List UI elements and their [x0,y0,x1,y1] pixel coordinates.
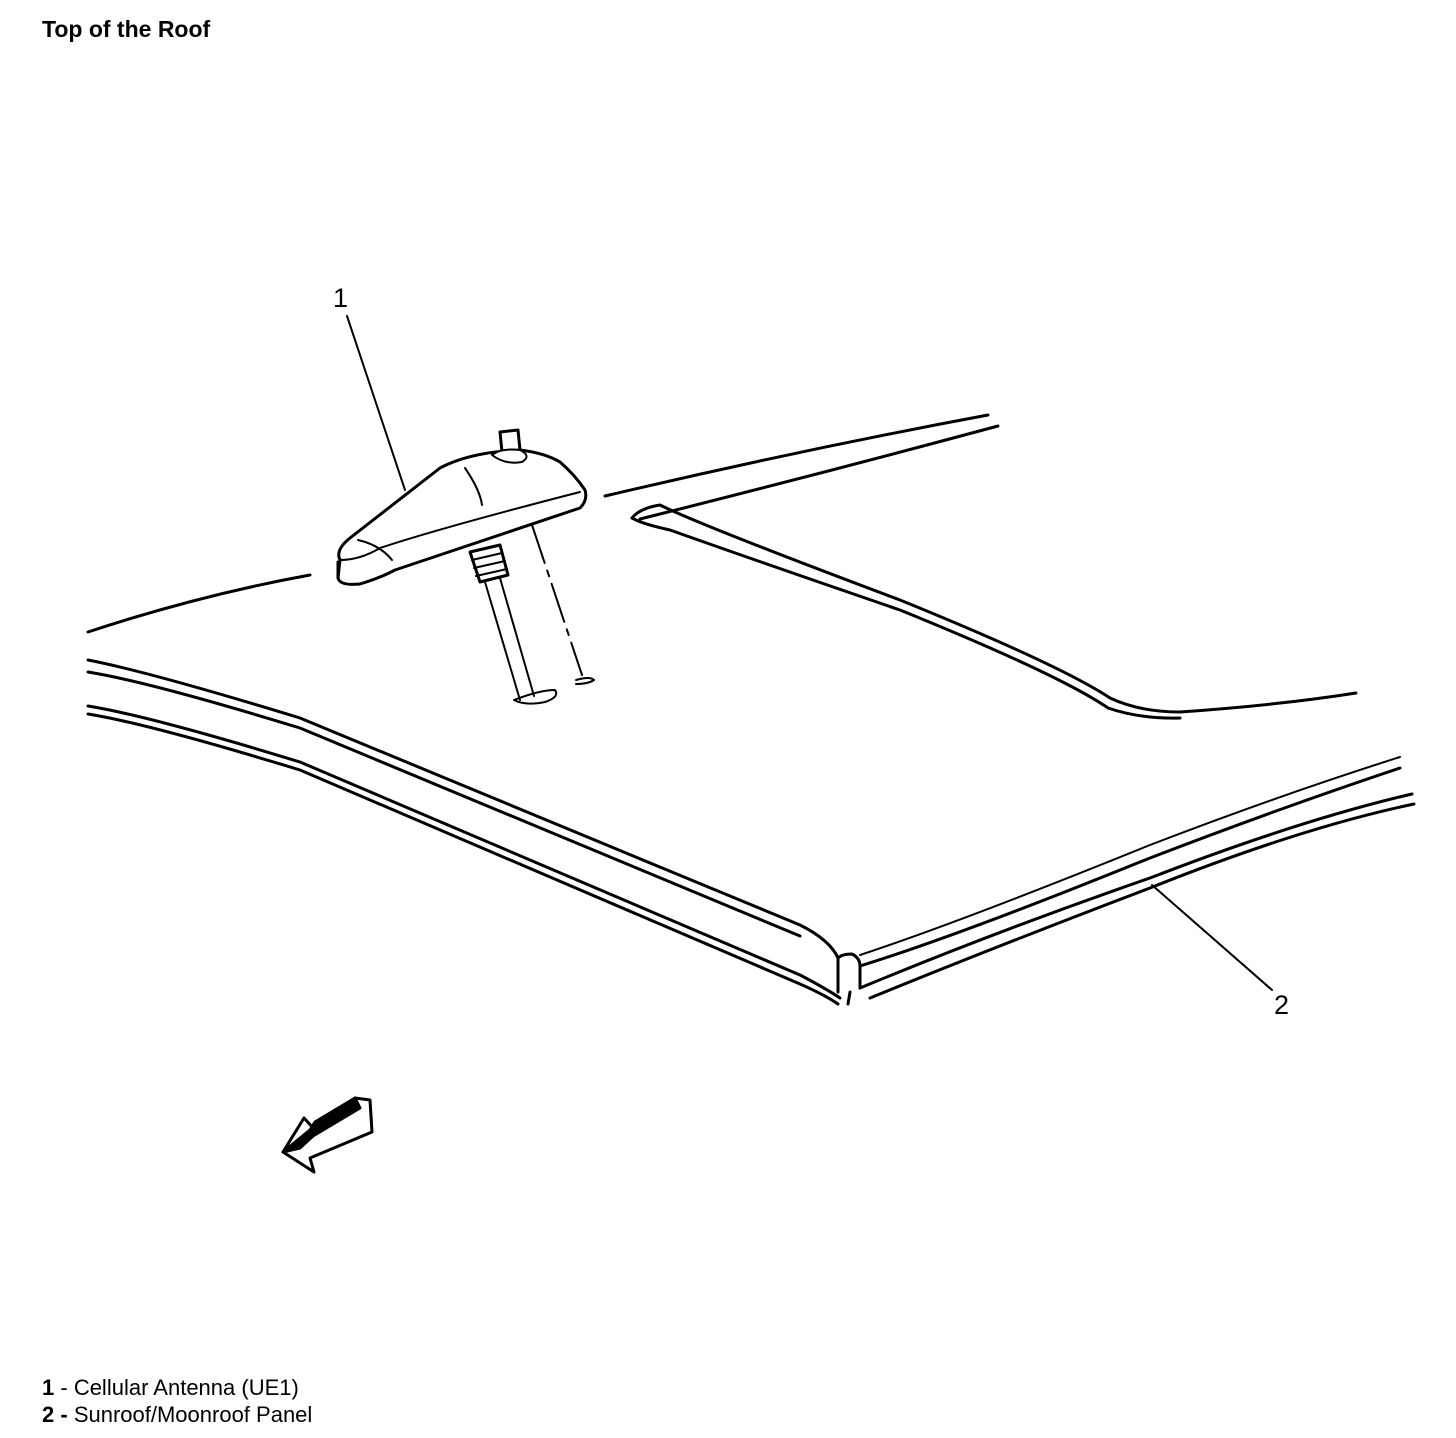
cellular-antenna [336,428,595,705]
callout-1: 1 [333,283,349,313]
legend-number: 1 [42,1375,55,1400]
legend-separator: - [54,1375,74,1400]
legend-number: 2 - [42,1402,68,1427]
parts-legend: 1 - Cellular Antenna (UE1) 2 - Sunroof/M… [42,1374,312,1428]
roof-panel [86,413,1416,1006]
callout-1-leader [346,315,406,491]
legend-label: Sunroof/Moonroof Panel [73,1402,313,1427]
legend-item: 2 - Sunroof/Moonroof Panel [42,1401,312,1428]
diagram-title: Top of the Roof [42,16,211,42]
sunroof-opening [630,503,1358,720]
front-direction-arrow-icon [281,1096,374,1174]
legend-item: 1 - Cellular Antenna (UE1) [42,1374,312,1401]
legend-label: Cellular Antenna (UE1) [73,1375,299,1400]
callout-2-leader [1151,884,1273,991]
callout-2: 2 [1274,990,1290,1020]
